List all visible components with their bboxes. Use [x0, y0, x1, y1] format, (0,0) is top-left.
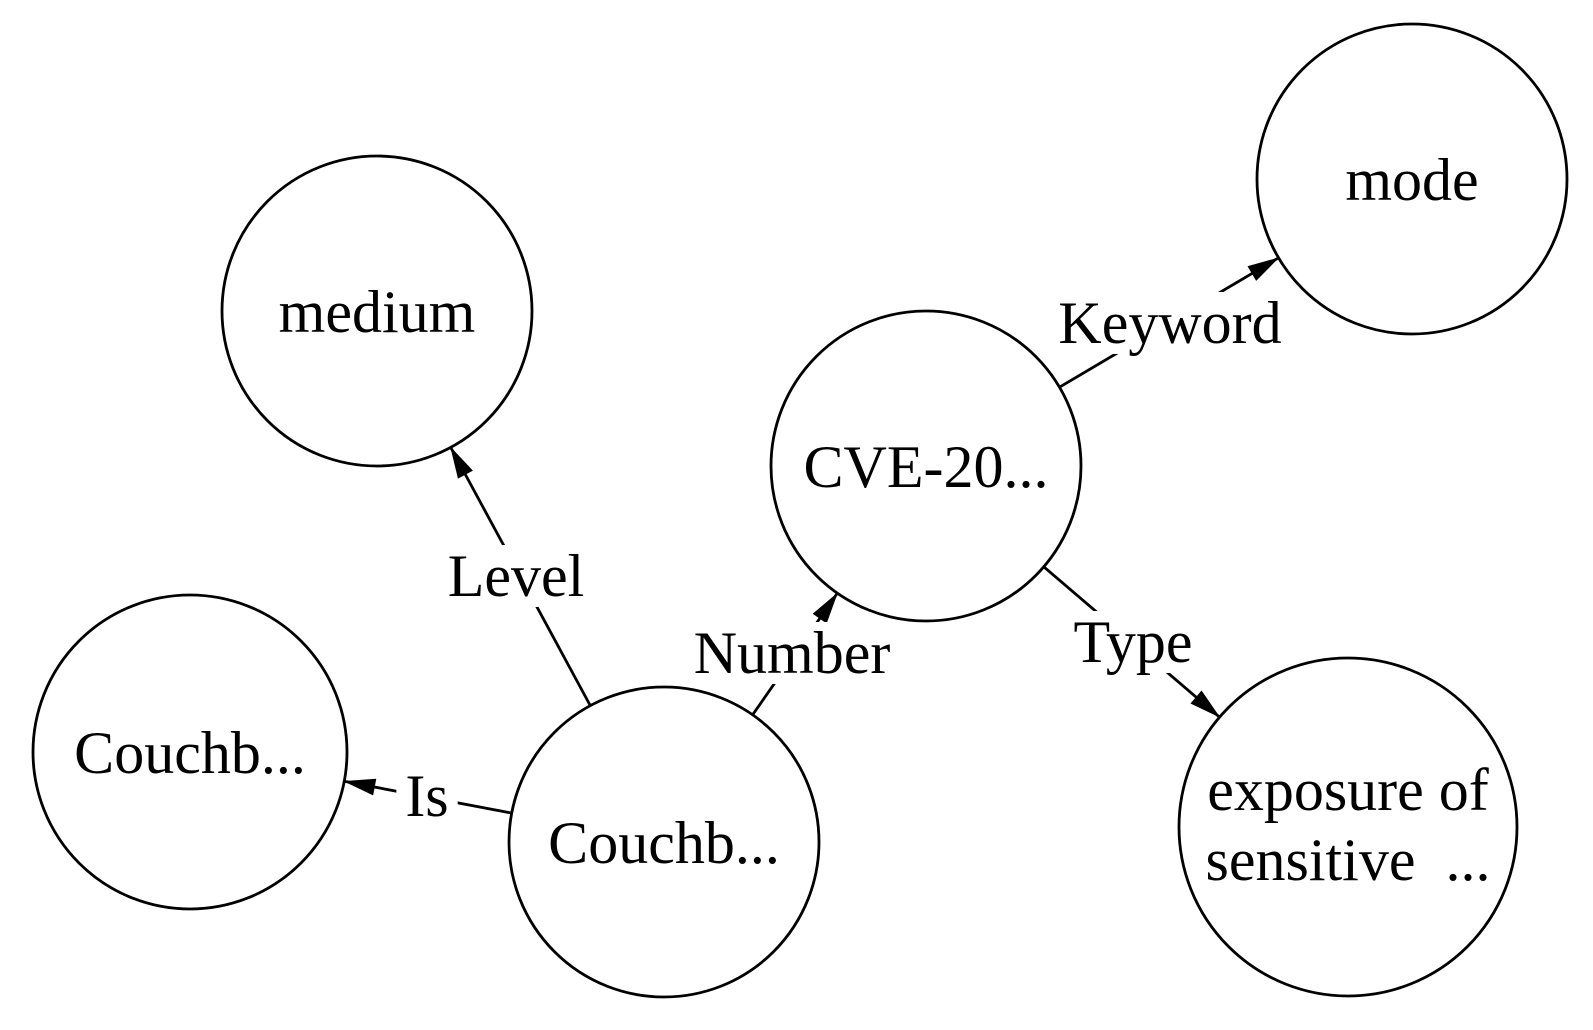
node-medium: medium [220, 154, 534, 468]
edge-label-mask [396, 765, 458, 827]
node-circle [769, 309, 1083, 623]
node-couchbase-center: Couchb... [507, 685, 821, 999]
node-label: CVE-20... [804, 434, 1049, 500]
node-label: Couchb... [548, 810, 780, 876]
edge-label-is: Is [396, 763, 458, 829]
edge-label-text: Is [405, 763, 448, 829]
edge-label-text: Number [694, 620, 891, 686]
node-mode: mode [1255, 22, 1569, 336]
edge-label-type: Type [1064, 609, 1202, 675]
node-label: mode [1345, 147, 1478, 213]
edge-label-level: Level [438, 543, 594, 609]
node-circle [1255, 22, 1569, 336]
node-cve: CVE-20... [769, 309, 1083, 623]
edge-label-mask [438, 545, 594, 607]
node-label: medium [279, 279, 476, 345]
edge-label-text: Type [1073, 609, 1192, 675]
edge-label-mask [1064, 611, 1202, 673]
node-circle [1177, 656, 1519, 998]
node-label: Couchb... [74, 720, 306, 786]
node-couchbase-left: Couchb... [31, 593, 349, 911]
edge-label-keyword: Keyword [1049, 290, 1291, 356]
node-circle [507, 685, 821, 999]
edge-label-mask [684, 622, 900, 684]
edge-label-number: Number [684, 620, 900, 686]
node-circle [220, 154, 534, 468]
edge-label-mask [1049, 292, 1291, 354]
node-circle [31, 593, 349, 911]
edge-label-text: Keyword [1058, 290, 1281, 356]
edge-label-text: Level [448, 543, 585, 609]
